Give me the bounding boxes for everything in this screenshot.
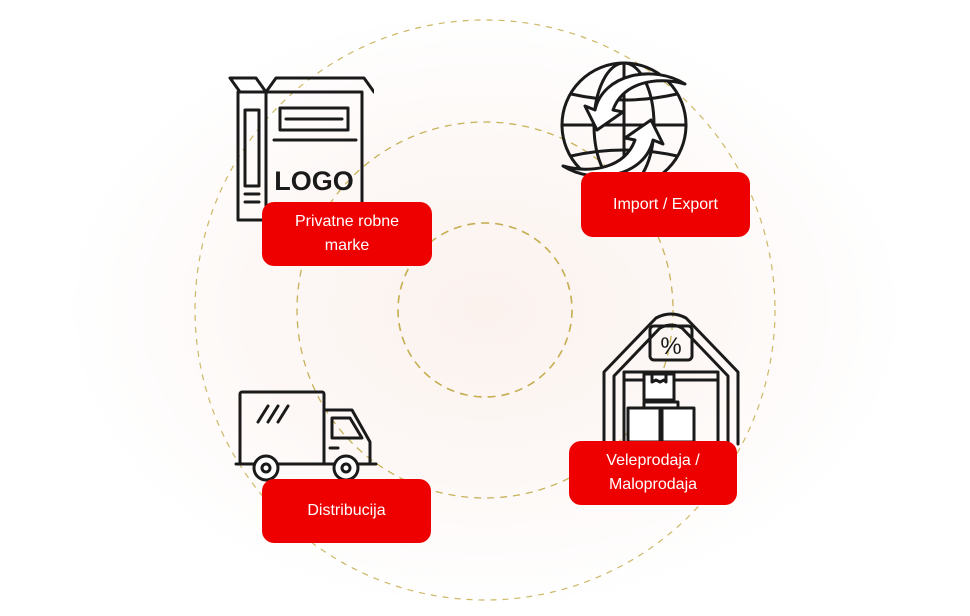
label-import-export-line-1: Import / Export (613, 195, 718, 213)
label-private-brands-line-1: Privatne robne (294, 213, 400, 230)
warehouse-sign-text: % (660, 333, 681, 360)
outer-ring (194, 19, 776, 601)
logo-box-icon: LOGO (228, 76, 374, 222)
label-distribution[interactable]: Distribucija (262, 479, 431, 543)
warehouse-icon: % (602, 312, 740, 446)
label-wholesale-retail[interactable]: Veleprodaja / Maloprodaja (569, 441, 737, 505)
label-wholesale-retail-line-1: Veleprodaja / (606, 452, 700, 469)
truck-icon (234, 390, 378, 482)
logo-box-text: LOGO (274, 166, 354, 196)
label-import-export[interactable]: Import / Export (581, 172, 750, 237)
label-distribution-line-1: Distribucija (307, 502, 386, 519)
label-private-brands[interactable]: Privatne robne marke (262, 202, 432, 266)
inner-ring (397, 222, 573, 398)
label-wholesale-retail-line-2: Maloprodaja (608, 476, 698, 493)
label-private-brands-line-2: marke (324, 237, 370, 254)
middle-ring (296, 121, 674, 499)
